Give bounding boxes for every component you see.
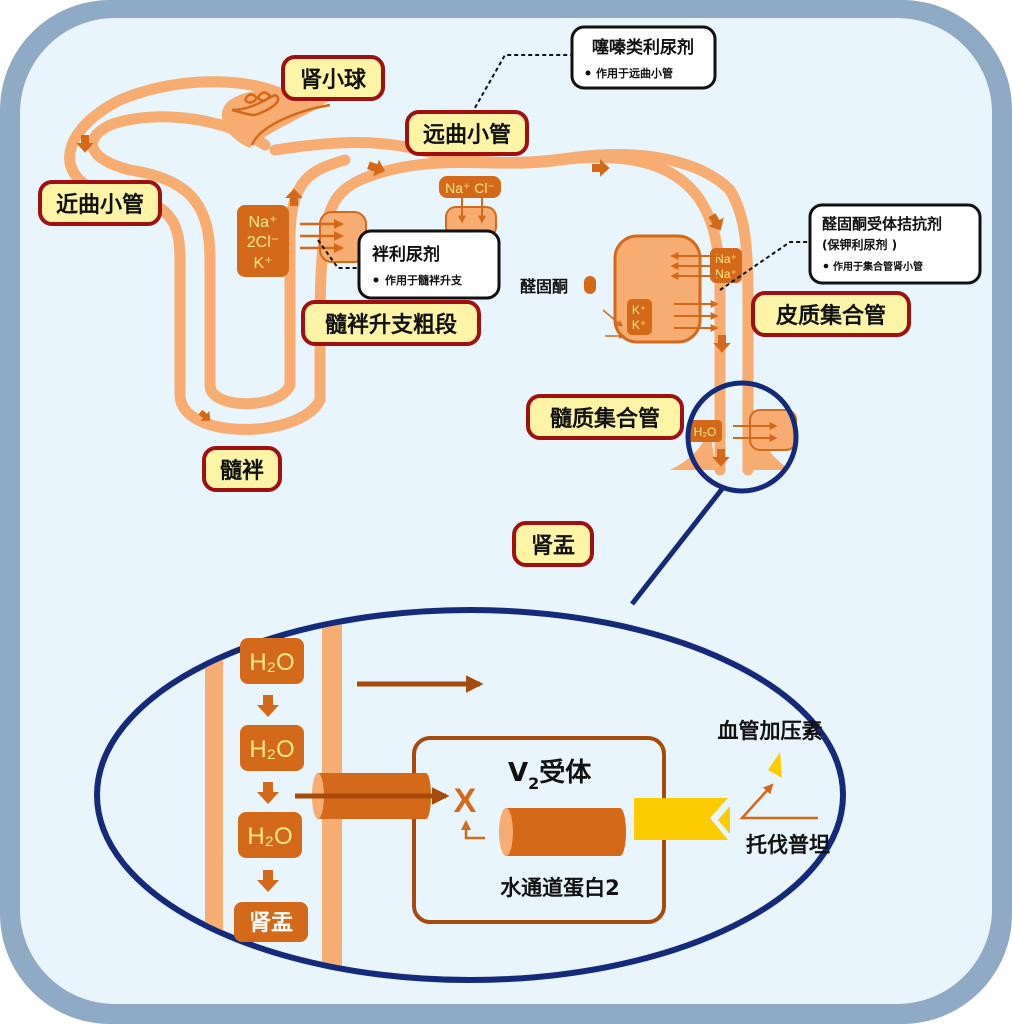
svg-text:远曲小管: 远曲小管 [423, 122, 511, 148]
v2-receptor-label: V2受体 [508, 757, 592, 793]
svg-text:H₂O: H₂O [694, 425, 717, 439]
svg-text:作用于集合管肾小管: 作用于集合管肾小管 [833, 260, 923, 273]
label-medullary-collecting-duct: 髓质集合管 [526, 394, 684, 440]
signal-arrow [461, 820, 485, 840]
svg-text:H₂O: H₂O [247, 823, 292, 850]
svg-text:作用于远曲小管: 作用于远曲小管 [596, 66, 673, 80]
inset-water-3: H₂O [238, 812, 302, 858]
romk-ion-box: K⁺ K⁺ [627, 299, 652, 335]
tolvaptan-wedge [718, 806, 730, 834]
svg-text:袢利尿剂: 袢利尿剂 [372, 244, 440, 265]
label-renal-pelvis: 肾盂 [512, 521, 594, 567]
blocked-mark: X [454, 782, 477, 820]
aldosterone-label: 醛固酮 [520, 277, 568, 296]
inset-water-1: H₂O [240, 638, 304, 684]
svg-text:H₂O: H₂O [249, 736, 294, 763]
leader-lines [317, 54, 810, 291]
svg-text:K⁺: K⁺ [253, 255, 272, 272]
ncc-arrows [458, 198, 486, 224]
svg-text:肾盂: 肾盂 [249, 911, 293, 936]
label-glomerulus: 肾小球 [281, 55, 385, 101]
svg-text:噻嗪类利尿剂: 噻嗪类利尿剂 [592, 37, 694, 58]
svg-text:肾盂: 肾盂 [531, 534, 575, 559]
svg-text:髓质集合管: 髓质集合管 [550, 406, 660, 432]
nkcc-arrows [300, 219, 344, 253]
label-proximal-tubule: 近曲小管 [38, 180, 162, 226]
svg-text:肾小球: 肾小球 [300, 68, 367, 93]
label-loop-of-henle: 髓袢 [202, 446, 282, 492]
svg-text:作用于髓袢升支: 作用于髓袢升支 [385, 273, 463, 287]
svg-text:髓袢升支粗段: 髓袢升支粗段 [325, 312, 457, 338]
svg-text:Na⁺: Na⁺ [715, 252, 737, 266]
enac-arrows [670, 252, 720, 332]
note-loop-diuretic: 袢利尿剂 作用于髓袢升支 [357, 229, 501, 300]
label-thick-ascending-limb: 髓袢升支粗段 [301, 300, 481, 346]
nkcc-ion-box: Na⁺ 2Cl⁻ K⁺ [237, 205, 289, 277]
svg-text:Na⁺: Na⁺ [715, 267, 737, 281]
aquaporin-2 [499, 808, 626, 856]
svg-text:K⁺: K⁺ [632, 303, 646, 317]
inset-water-2: H₂O [240, 725, 304, 771]
svg-text:Na⁺ Cl⁻: Na⁺ Cl⁻ [445, 180, 495, 196]
tolvaptan-label: 托伐普坦 [746, 833, 830, 857]
binding-arrow [739, 783, 818, 820]
label-cortical-collecting-duct: 皮质集合管 [751, 291, 911, 337]
aldosterone-molecule [584, 276, 596, 294]
svg-text:Na⁺: Na⁺ [249, 214, 278, 231]
svg-text:H₂O: H₂O [249, 649, 294, 676]
medullary-water-box: H₂O [688, 420, 722, 442]
water-arrows [733, 422, 778, 442]
svg-text:醛固酮受体拮抗剂: 醛固酮受体拮抗剂 [822, 215, 942, 233]
inset-pelvis-box: 肾盂 [234, 902, 308, 942]
svg-text:K⁺: K⁺ [632, 318, 646, 332]
duct-wall-left [205, 613, 223, 977]
svg-text:近曲小管: 近曲小管 [56, 192, 144, 218]
aldosterone-arrows [602, 309, 626, 339]
svg-text:(保钾利尿剂 ): (保钾利尿剂 ) [822, 237, 897, 252]
vasopressin-molecule [768, 752, 782, 778]
label-distal-tubule: 远曲小管 [405, 110, 529, 156]
v2-receptor [634, 798, 728, 840]
aquaporin-label: 水通道蛋白2 [500, 876, 620, 900]
note-thiazide: 噻嗪类利尿剂 作用于远曲小管 [570, 25, 717, 90]
vasopressin-label: 血管加压素 [718, 719, 823, 743]
note-aldosterone-antagonist: 醛固酮受体拮抗剂 (保钾利尿剂 ) 作用于集合管肾小管 [808, 203, 982, 285]
svg-text:2Cl⁻: 2Cl⁻ [247, 234, 279, 251]
svg-text:髓袢: 髓袢 [220, 458, 264, 484]
svg-text:皮质集合管: 皮质集合管 [776, 303, 886, 329]
ncc-ion-box: Na⁺ Cl⁻ [439, 176, 501, 198]
